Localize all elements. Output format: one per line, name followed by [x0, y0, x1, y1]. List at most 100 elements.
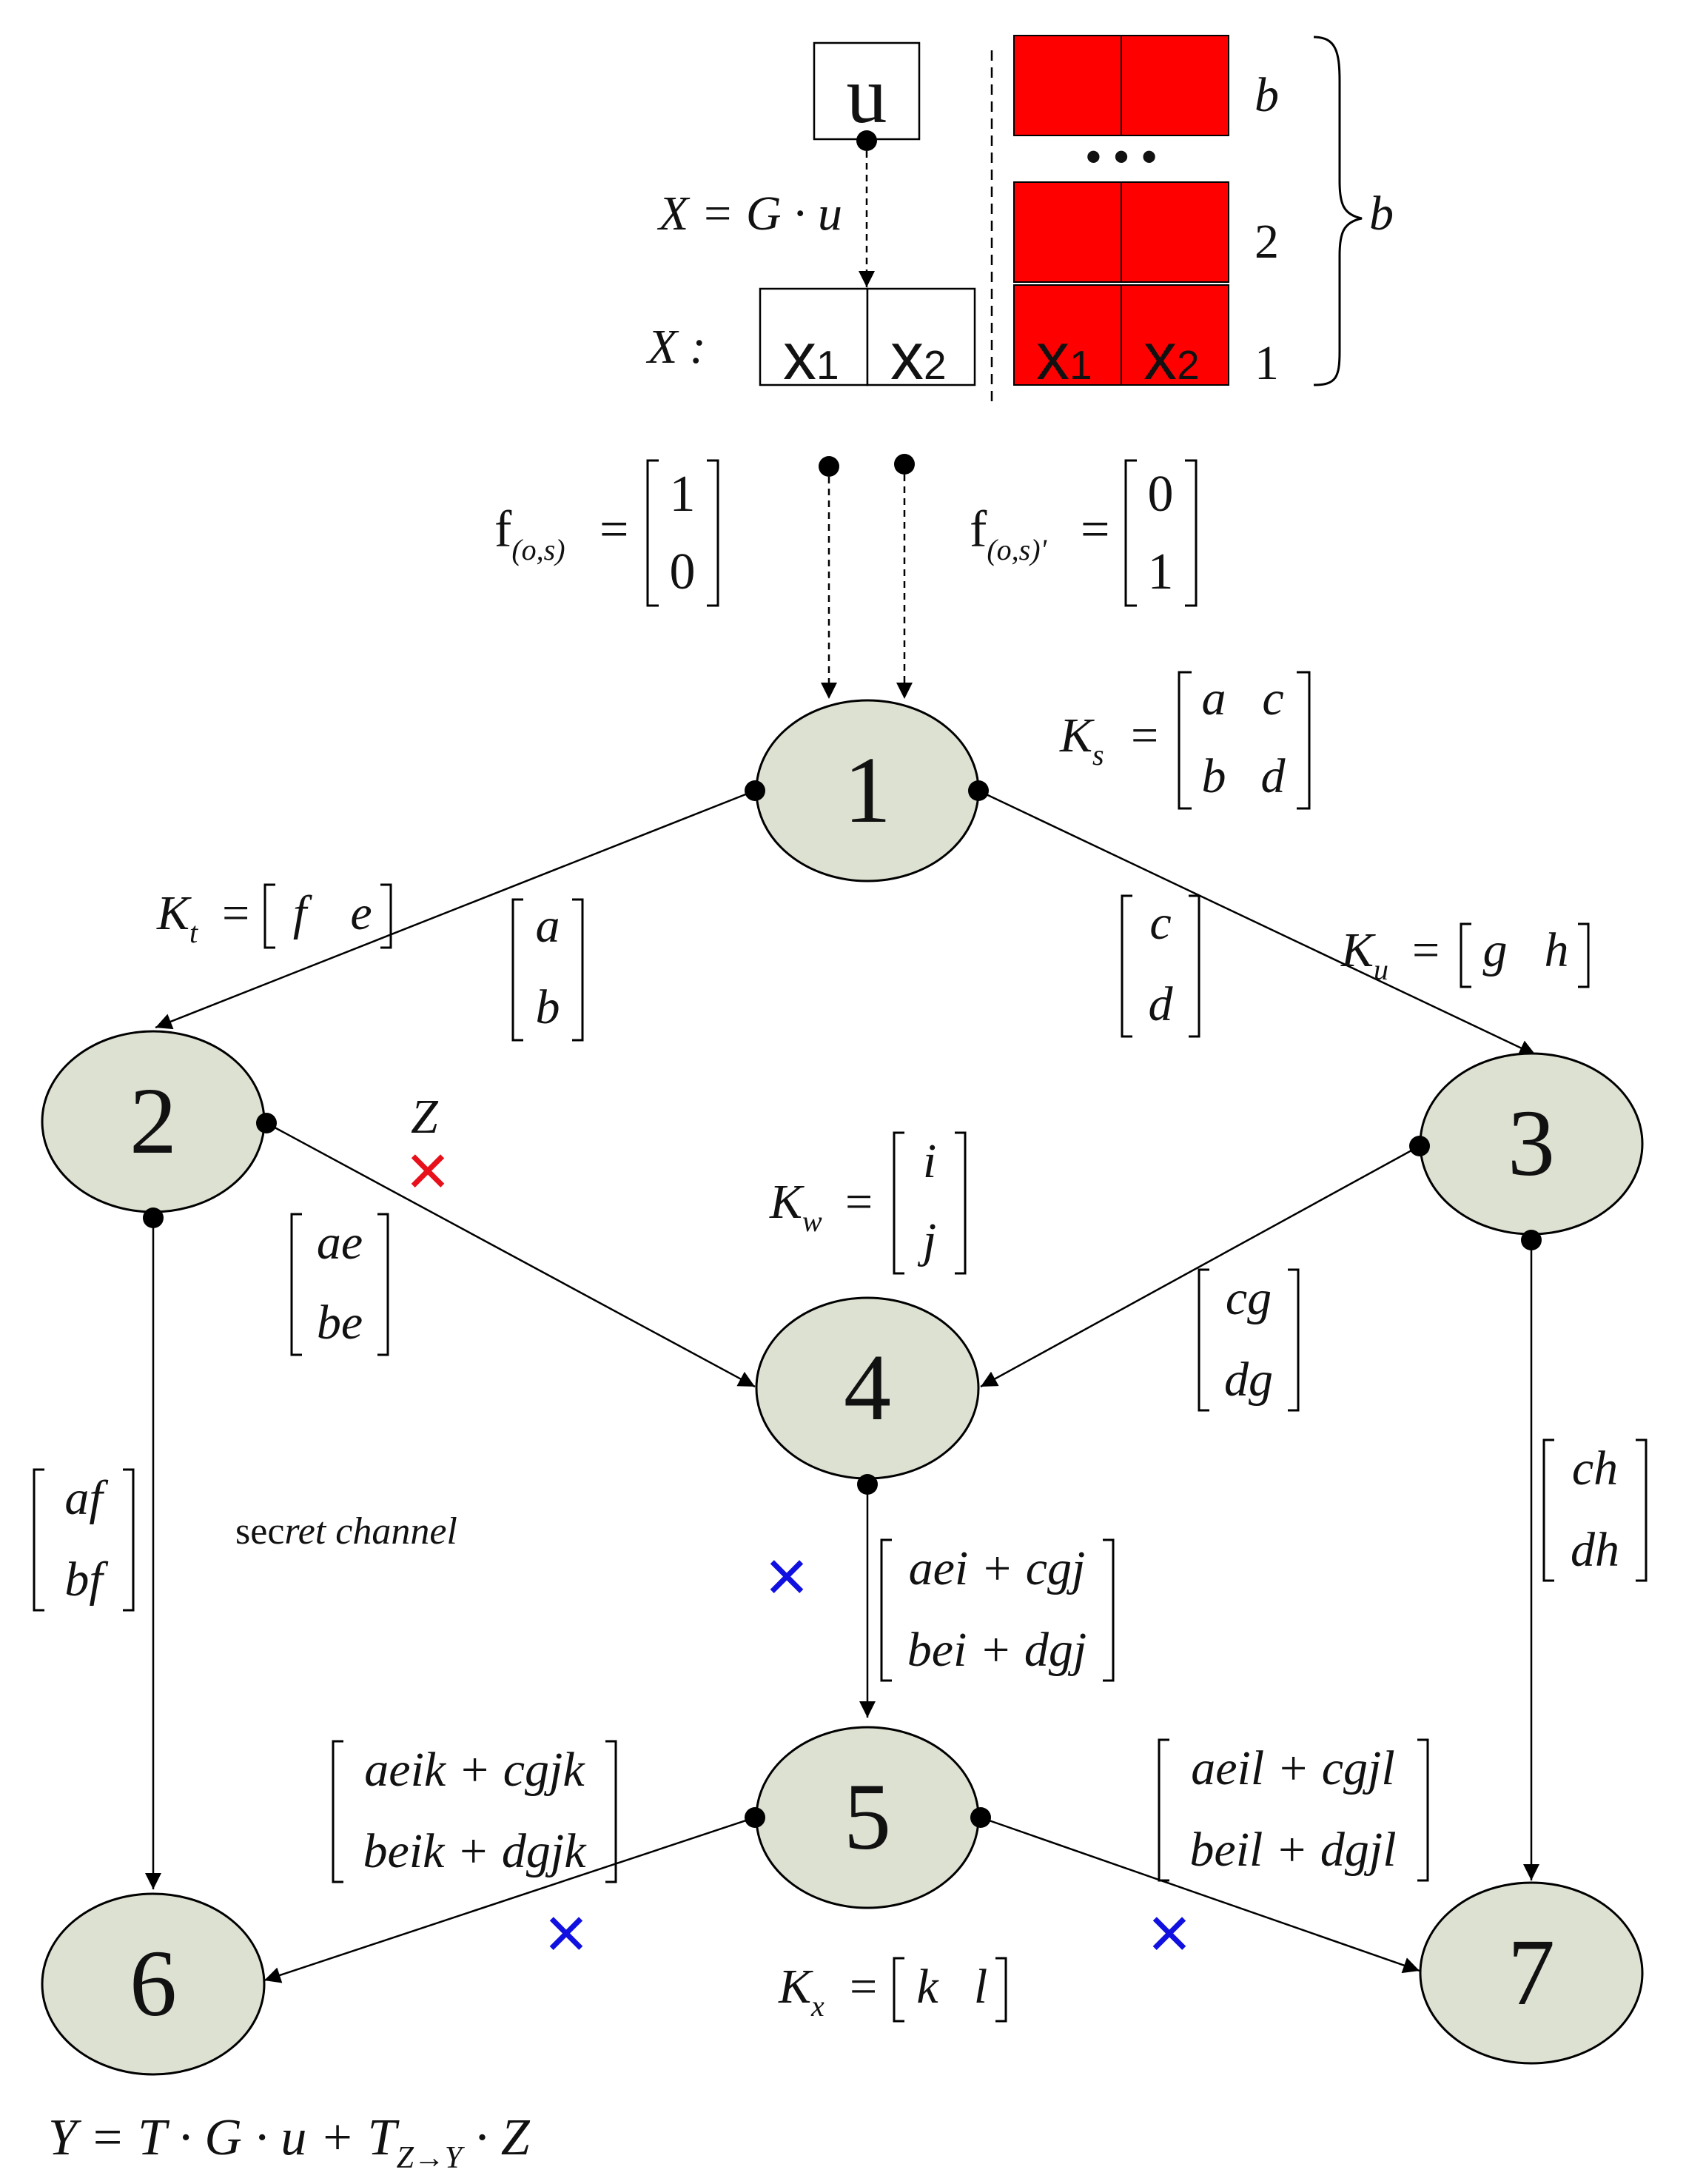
svg-text:7: 7 — [1508, 1920, 1555, 2025]
svg-text:0: 0 — [670, 543, 696, 600]
svg-text:b: b — [1202, 749, 1226, 803]
svg-text:x1: x1 — [1036, 320, 1092, 394]
svg-text:1: 1 — [670, 466, 696, 523]
svg-text:aeik + cgjk: aeik + cgjk — [364, 1743, 585, 1797]
svg-text:c: c — [1262, 671, 1283, 726]
ellipsis-dots: • • • — [1086, 132, 1157, 181]
edge-start-dots — [143, 780, 1542, 1828]
svg-text:c: c — [1149, 896, 1171, 950]
svg-text:bei + dgj: bei + dgj — [907, 1623, 1087, 1677]
svg-text:be: be — [317, 1296, 363, 1350]
row-label-2: 2 — [1255, 215, 1279, 269]
x2-box — [866, 287, 976, 386]
node-4: 4 — [755, 1296, 980, 1480]
z-red-cross: × — [406, 1129, 449, 1212]
x-equation: X = G · u — [656, 187, 842, 241]
vector-e37: ch dh — [1542, 1438, 1648, 1582]
right-brace — [1313, 36, 1363, 386]
svg-text:=: = — [845, 1175, 873, 1229]
node-1: 1 — [755, 699, 980, 882]
source-message-block: u X = G · u X : x1 x2 x1 x2 • • • b 2 1 … — [645, 35, 1394, 403]
svg-text:j: j — [917, 1213, 936, 1267]
svg-text:Kt: Kt — [156, 886, 198, 949]
u-label: u — [847, 50, 887, 140]
svg-text:beik + dgjk: beik + dgjk — [363, 1824, 587, 1878]
svg-text:beil + dgjl: beil + dgjl — [1189, 1823, 1396, 1877]
x-colon-label: X : — [645, 320, 706, 374]
edge-5-7 — [980, 1816, 1420, 1974]
svg-text:k: k — [916, 1960, 939, 2014]
svg-text:5: 5 — [844, 1764, 891, 1869]
svg-text:af: af — [64, 1471, 108, 1525]
edges — [145, 789, 1539, 1983]
vector-e13: c d — [1121, 894, 1200, 1038]
vector-e56: aeik + cgjk beik + dgjk — [332, 1740, 617, 1883]
node-7: 7 — [1419, 1881, 1644, 2065]
z-label: Z — [411, 1090, 439, 1144]
kernel-kt: Kt = f e — [156, 883, 392, 949]
svg-text:6: 6 — [130, 1931, 177, 2036]
svg-text:ch: ch — [1572, 1441, 1618, 1495]
svg-text:a: a — [1202, 671, 1226, 726]
svg-text:dh: dh — [1571, 1523, 1619, 1577]
svg-text:x2: x2 — [890, 320, 947, 394]
vector-e26: af bf — [33, 1468, 135, 1612]
red-blocks — [1013, 35, 1229, 386]
svg-text:a: a — [536, 899, 560, 953]
node-2: 2 — [41, 1030, 266, 1213]
edge-2-4 — [267, 1122, 756, 1388]
svg-text:f: f — [293, 886, 312, 940]
row-label-b: b — [1255, 68, 1279, 122]
kernel-ks: Ks = a c b d — [1059, 671, 1311, 810]
svg-text:f(o,s): f(o,s) — [494, 501, 565, 566]
svg-text:bf: bf — [64, 1552, 108, 1607]
nodes: 1 2 3 4 5 6 7 — [41, 699, 1644, 2076]
svg-text:x2: x2 — [1143, 320, 1200, 394]
vector-e12: a b — [511, 898, 584, 1042]
svg-text:g: g — [1483, 923, 1508, 977]
svg-text:=: = — [222, 886, 249, 940]
node-5: 5 — [755, 1726, 980, 1909]
edge-5-6 — [263, 1816, 756, 1983]
svg-text:1: 1 — [844, 737, 891, 843]
svg-text:Kx: Kx — [778, 1960, 824, 2023]
svg-text:aeil + cgjl: aeil + cgjl — [1191, 1741, 1394, 1795]
svg-text:dg: dg — [1224, 1353, 1273, 1407]
kernel-kw: Kw = i j — [769, 1131, 967, 1275]
y-equation: Y = T · G · u + TZ→Y · Z — [48, 2109, 531, 2175]
secret-channel-label: secret channel — [235, 1510, 457, 1552]
svg-text:l: l — [974, 1960, 987, 2014]
svg-text:h: h — [1545, 923, 1569, 977]
svg-text:f(o,s)': f(o,s)' — [970, 501, 1048, 566]
svg-text:Kw: Kw — [769, 1175, 822, 1238]
vector-e45: aei + cgj bei + dgj — [880, 1538, 1115, 1682]
f-left-vector: f(o,s) = 1 0 — [494, 459, 719, 607]
svg-text:Ks: Ks — [1059, 709, 1104, 771]
u-box — [813, 41, 921, 141]
svg-text:b: b — [536, 980, 560, 1034]
vector-e34: cg dg — [1198, 1268, 1300, 1412]
svg-text:3: 3 — [1508, 1091, 1555, 1196]
svg-text:cg: cg — [1226, 1271, 1272, 1325]
brace-label-b: b — [1369, 187, 1394, 241]
svg-text:x1: x1 — [783, 320, 839, 394]
kernel-kx: Kx = k l — [778, 1957, 1007, 2023]
svg-text:=: = — [1081, 501, 1109, 558]
vector-e24: ae be — [290, 1213, 389, 1356]
edge-1-3 — [978, 789, 1536, 1056]
svg-text:4: 4 — [844, 1335, 891, 1440]
svg-text:aei + cgj: aei + cgj — [909, 1541, 1086, 1595]
f-right-vector: f(o,s)' = 0 1 — [970, 459, 1198, 607]
blue-cross-5-6: × — [545, 1892, 588, 1974]
svg-text:2: 2 — [130, 1068, 177, 1173]
edge-3-4 — [980, 1145, 1420, 1388]
blue-cross-4-5: × — [765, 1535, 808, 1618]
svg-text:=: = — [599, 501, 628, 558]
svg-text:=: = — [850, 1960, 877, 2014]
vector-e57: aeil + cgjl beil + dgjl — [1158, 1738, 1429, 1882]
svg-text:=: = — [1131, 709, 1158, 763]
svg-text:1: 1 — [1148, 543, 1174, 600]
x1-box — [759, 287, 869, 386]
svg-text:d: d — [1149, 977, 1174, 1031]
